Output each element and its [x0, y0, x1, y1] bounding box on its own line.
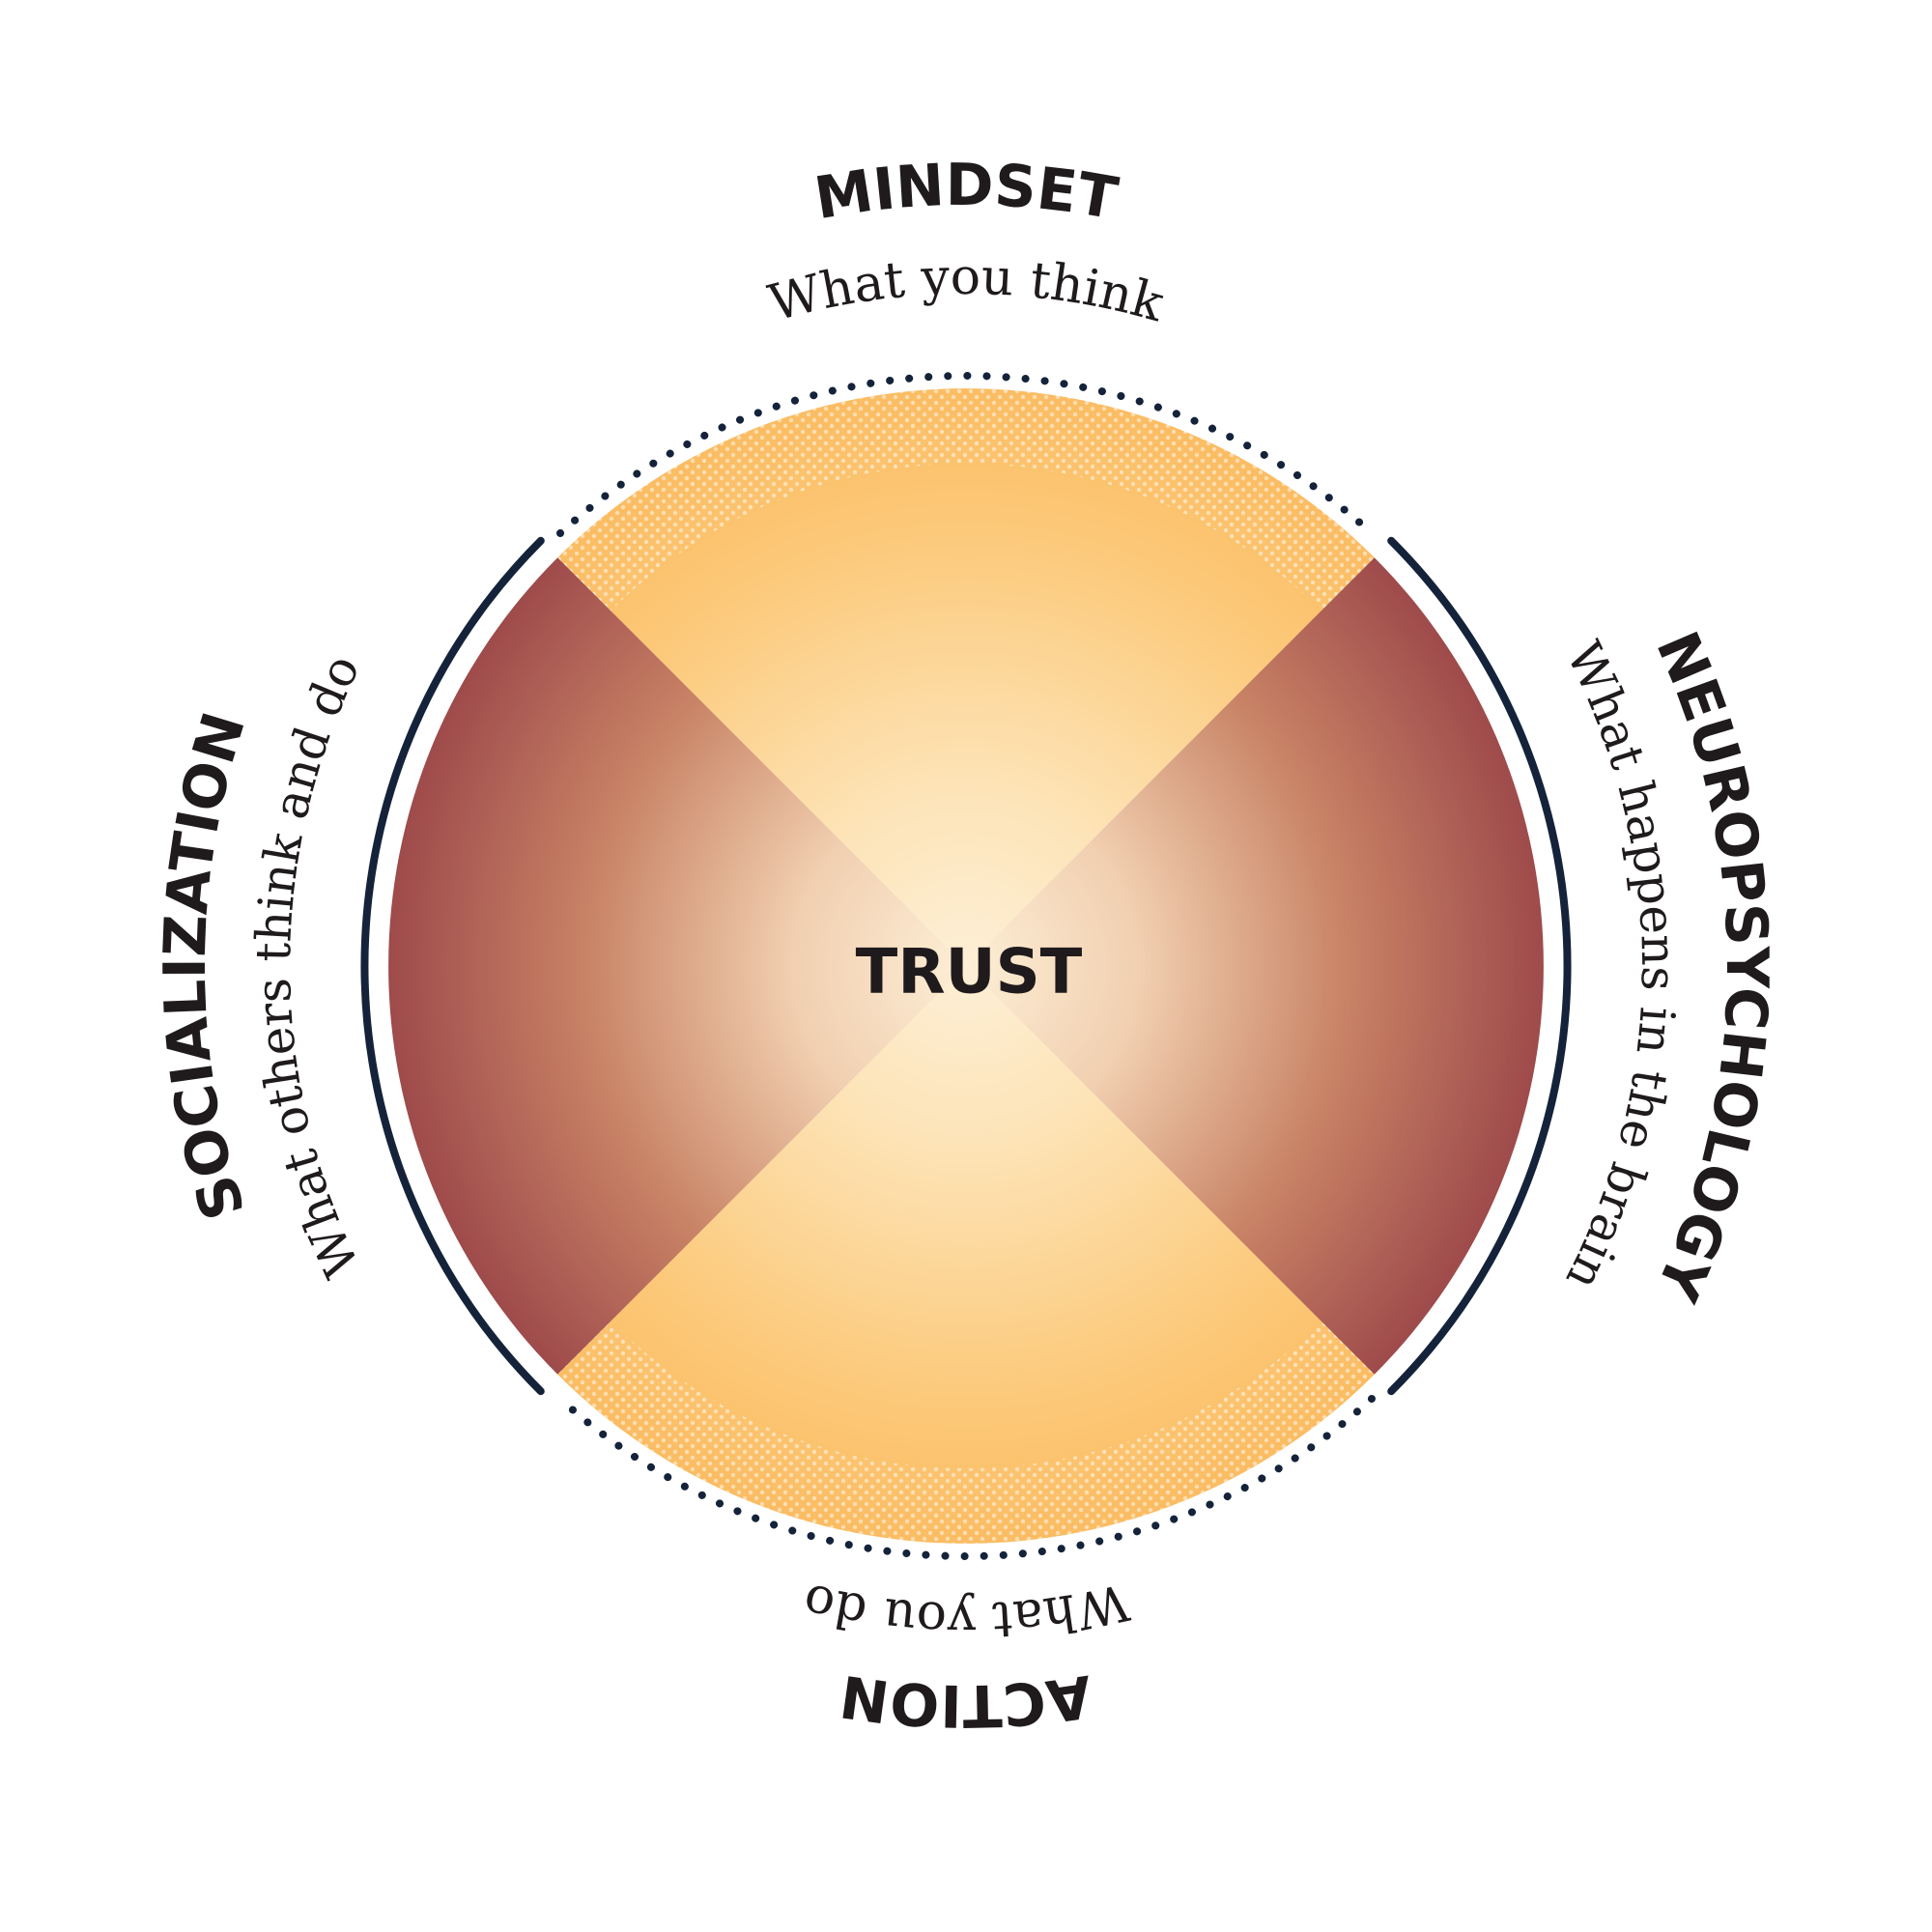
halftone-texture	[557, 388, 1375, 1544]
ring-solid-left	[360, 536, 545, 1396]
action-title: ACTION	[837, 1662, 1096, 1740]
neuropsychology-subtitle: What happens in the brain	[1555, 634, 1687, 1299]
quadrant-right-neuropsychology	[966, 557, 1544, 1375]
quadrant-left-socialization	[388, 557, 966, 1375]
ring-solid-right	[1387, 536, 1572, 1396]
socialization-title: SOCIALIZATION	[152, 705, 259, 1228]
action-subtitle: What you do	[798, 1572, 1134, 1649]
ring-dotted-bottom	[556, 1395, 1376, 1560]
mindset-title: MINDSET	[810, 152, 1122, 234]
socialization-subtitle: What others think and do	[245, 646, 371, 1286]
mindset-subtitle: What you think	[763, 248, 1170, 333]
center-label: TRUST	[856, 937, 1083, 1009]
ring-dotted-top	[556, 372, 1376, 537]
